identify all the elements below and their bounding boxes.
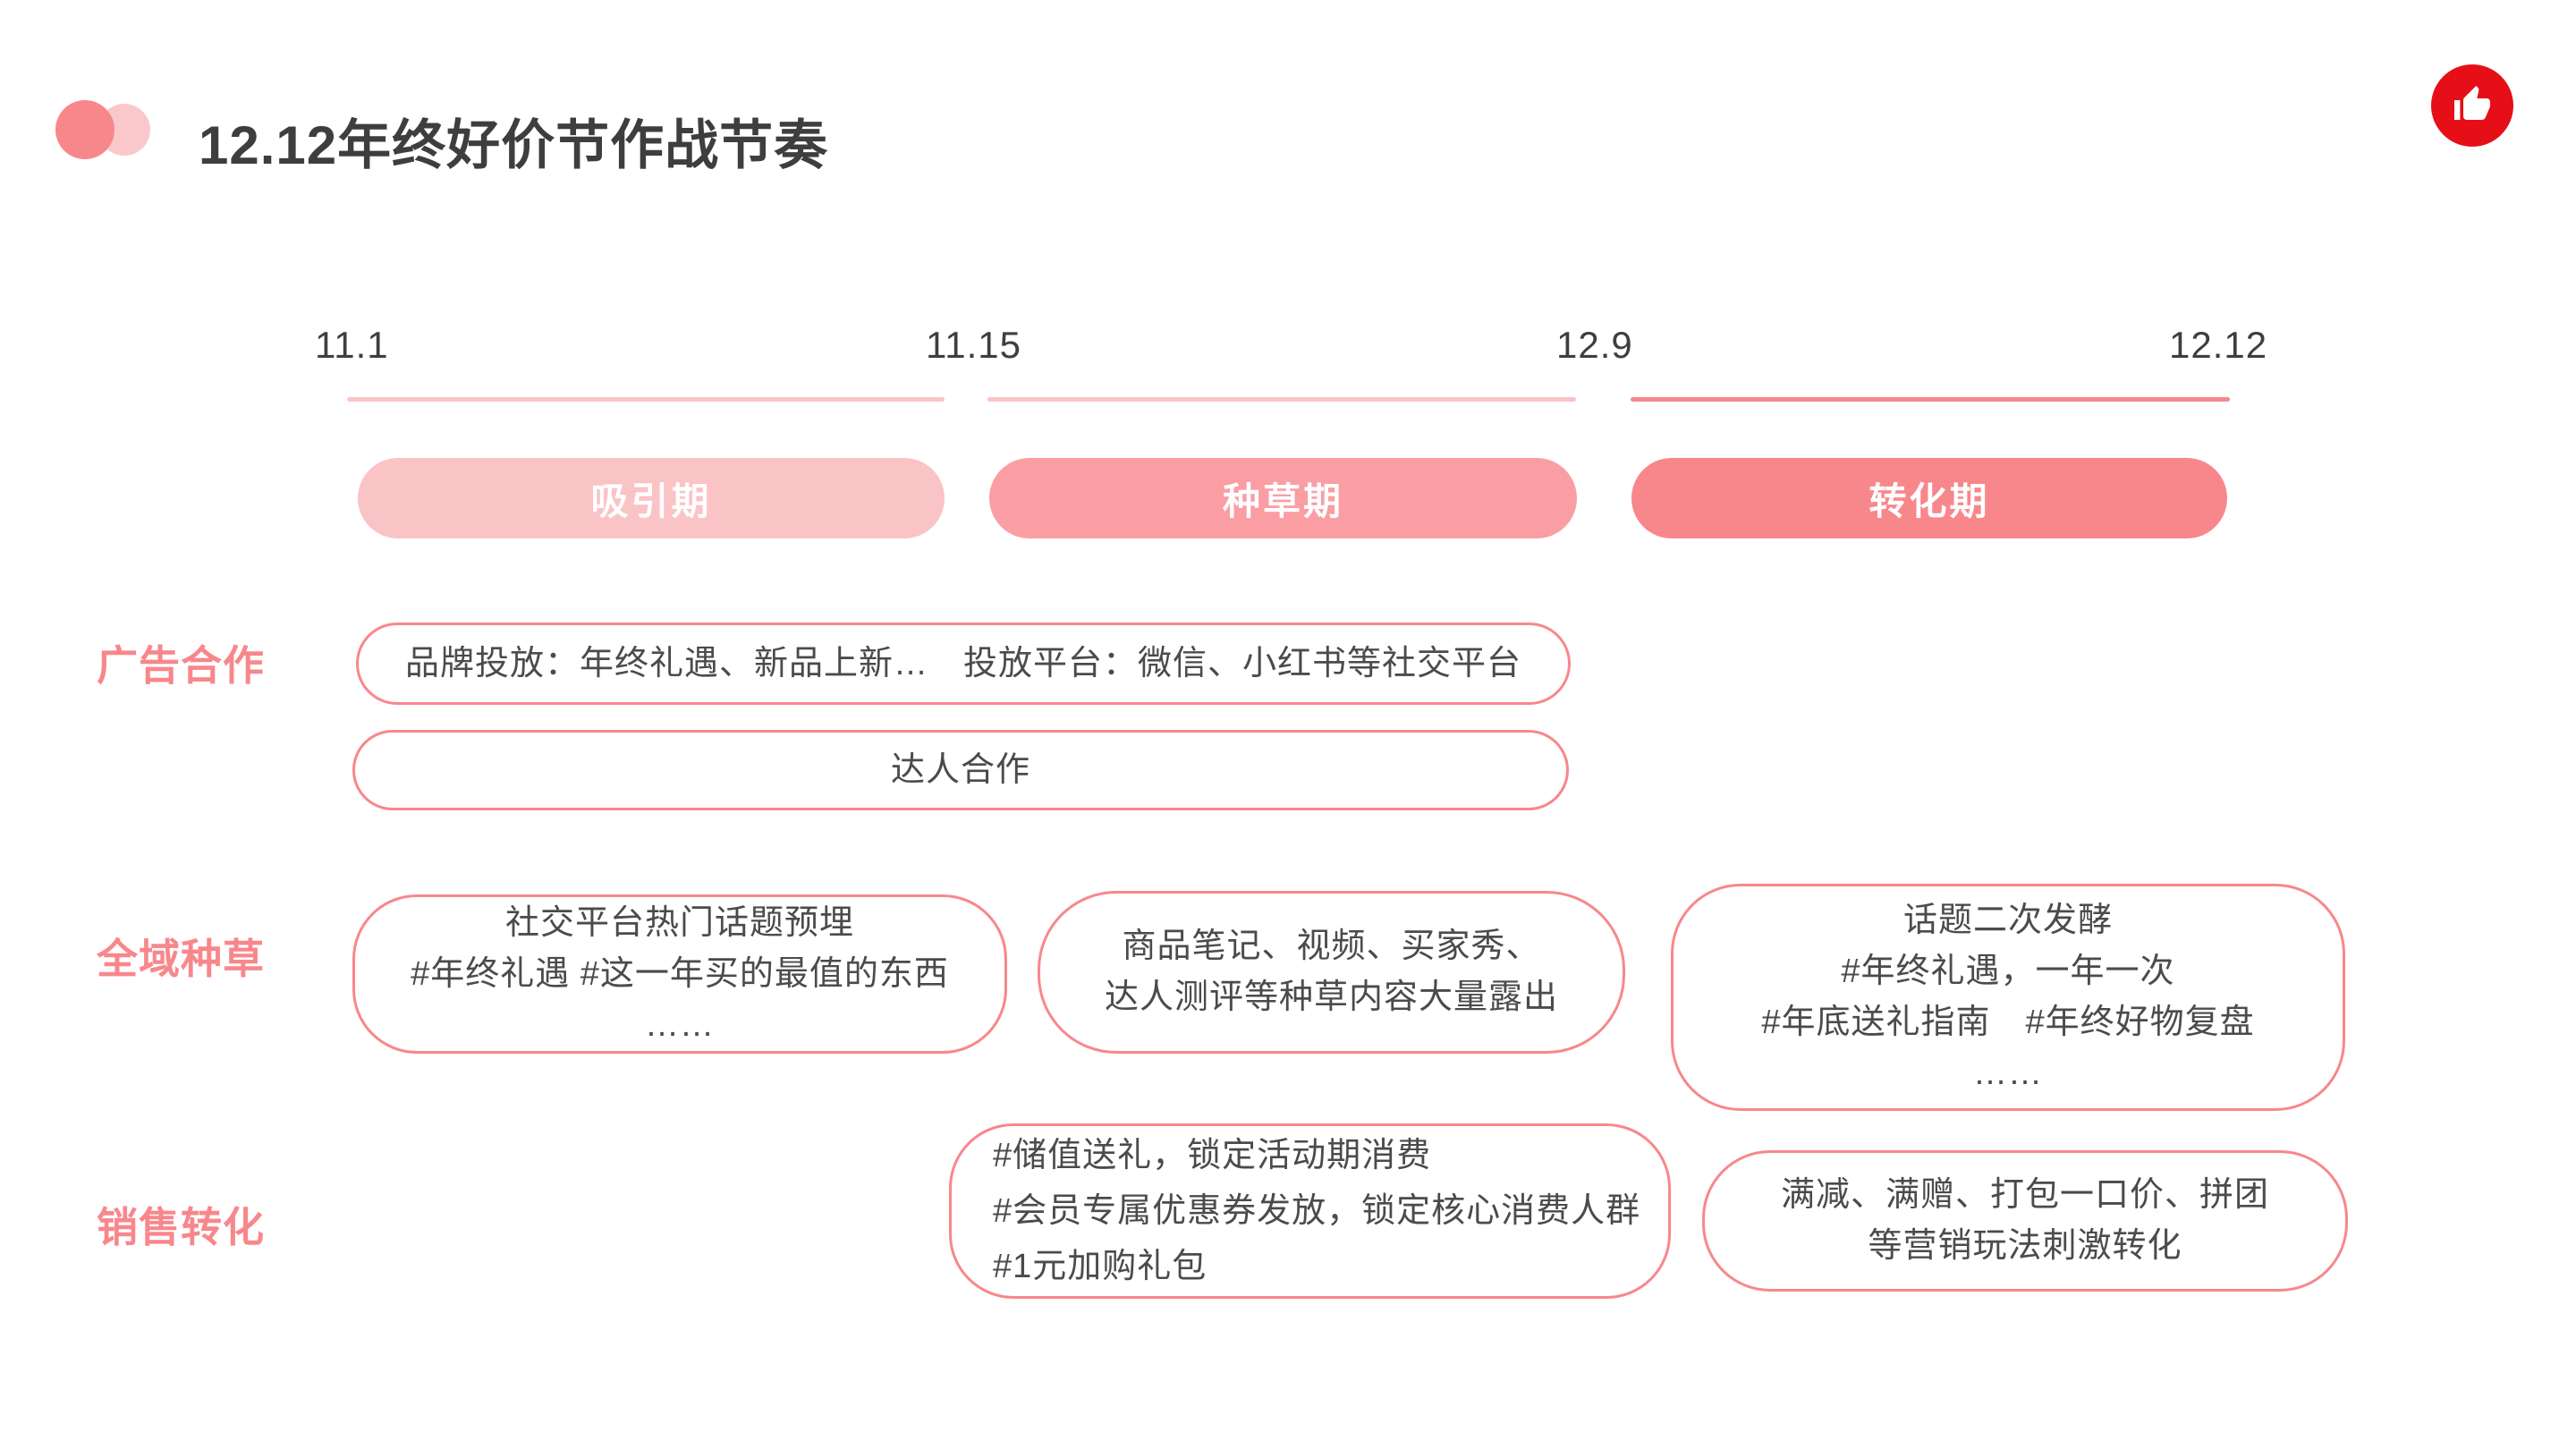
phase-pill-conversion-label: 转化期 <box>1868 479 1990 522</box>
box-lockin-consumption-line-1: #储值送礼，锁定活动期消费 <box>993 1137 1432 1174</box>
timeline-segment-1 <box>347 397 945 402</box>
decor-circle-dark <box>55 100 114 159</box>
box-topic-preset-line-1: 社交平台热门话题预埋 <box>504 903 854 942</box>
phase-pill-seeding: 种草期 <box>989 458 1577 538</box>
box-topic-refermentation-line-3: #年底送礼指南 #年终好物复盘 <box>1761 1004 2255 1041</box>
box-topic-preset-line-2: #年终礼遇 #这一年买的最值的东西 <box>411 954 949 993</box>
box-lockin-consumption: #储值送礼，锁定活动期消费 #会员专属优惠券发放，锁定核心消费人群 #1元加购礼… <box>949 1123 1671 1299</box>
box-topic-refermentation-line-1: 话题二次发酵 <box>1902 902 2113 939</box>
box-topic-refermentation-line-4: …… <box>1973 1055 2043 1092</box>
box-lockin-consumption-line-2: #会员专属优惠券发放，锁定核心消费人群 <box>993 1192 1641 1230</box>
box-lockin-consumption-line-3: #1元加购礼包 <box>993 1248 1208 1285</box>
row-label-ad-cooperation: 广告合作 <box>97 642 265 689</box>
like-button[interactable] <box>2431 64 2513 147</box>
timeline-date-2: 11.15 <box>926 324 1021 366</box>
box-promo-mechanics-line-2: 等营销玩法刺激转化 <box>1868 1227 2182 1265</box>
timeline-date-4: 12.12 <box>2169 324 2268 366</box>
page-title: 12.12年终好价节作战节奏 <box>199 115 829 175</box>
box-topic-preset-line-3: …… <box>645 1005 715 1044</box>
row-label-omni-seeding: 全域种草 <box>97 936 265 982</box>
box-topic-refermentation-line-2: #年终礼遇，一年一次 <box>1841 953 2175 990</box>
box-seeding-content: 商品笔记、视频、买家秀、 达人测评等种草内容大量露出 <box>1038 891 1625 1054</box>
phase-pill-attract-label: 吸引期 <box>590 479 712 522</box>
phase-pill-conversion: 转化期 <box>1631 458 2227 538</box>
row-label-sales-conversion: 销售转化 <box>97 1204 265 1250</box>
phase-pill-seeding-label: 种草期 <box>1222 479 1343 522</box>
timeline-segment-2 <box>987 397 1576 402</box>
box-brand-placement-text: 品牌投放：年终礼遇、新品上新… 投放平台：微信、小红书等社交平台 <box>404 644 1521 682</box>
timeline-segment-3 <box>1631 397 2230 402</box>
box-seeding-content-line-2: 达人测评等种草内容大量露出 <box>1104 979 1558 1016</box>
box-promo-mechanics-line-1: 满减、满赠、打包一口价、拼团 <box>1780 1176 2269 1214</box>
thumbs-up-icon <box>2454 86 2490 120</box>
box-promo-mechanics: 满减、满赠、打包一口价、拼团 等营销玩法刺激转化 <box>1702 1150 2348 1292</box>
timeline-date-1: 11.1 <box>315 324 389 366</box>
box-seeding-content-line-1: 商品笔记、视频、买家秀、 <box>1122 928 1541 965</box>
box-topic-refermentation: 话题二次发酵 #年终礼遇，一年一次 #年底送礼指南 #年终好物复盘 …… <box>1671 884 2345 1111</box>
box-kol-cooperation-text: 达人合作 <box>890 750 1030 789</box>
box-kol-cooperation: 达人合作 <box>352 730 1569 810</box>
phase-pill-attract: 吸引期 <box>358 458 945 538</box>
timeline-date-3: 12.9 <box>1556 324 1633 366</box>
box-brand-placement: 品牌投放：年终礼遇、新品上新… 投放平台：微信、小红书等社交平台 <box>356 623 1571 705</box>
box-topic-preset: 社交平台热门话题预埋 #年终礼遇 #这一年买的最值的东西 …… <box>352 894 1007 1054</box>
